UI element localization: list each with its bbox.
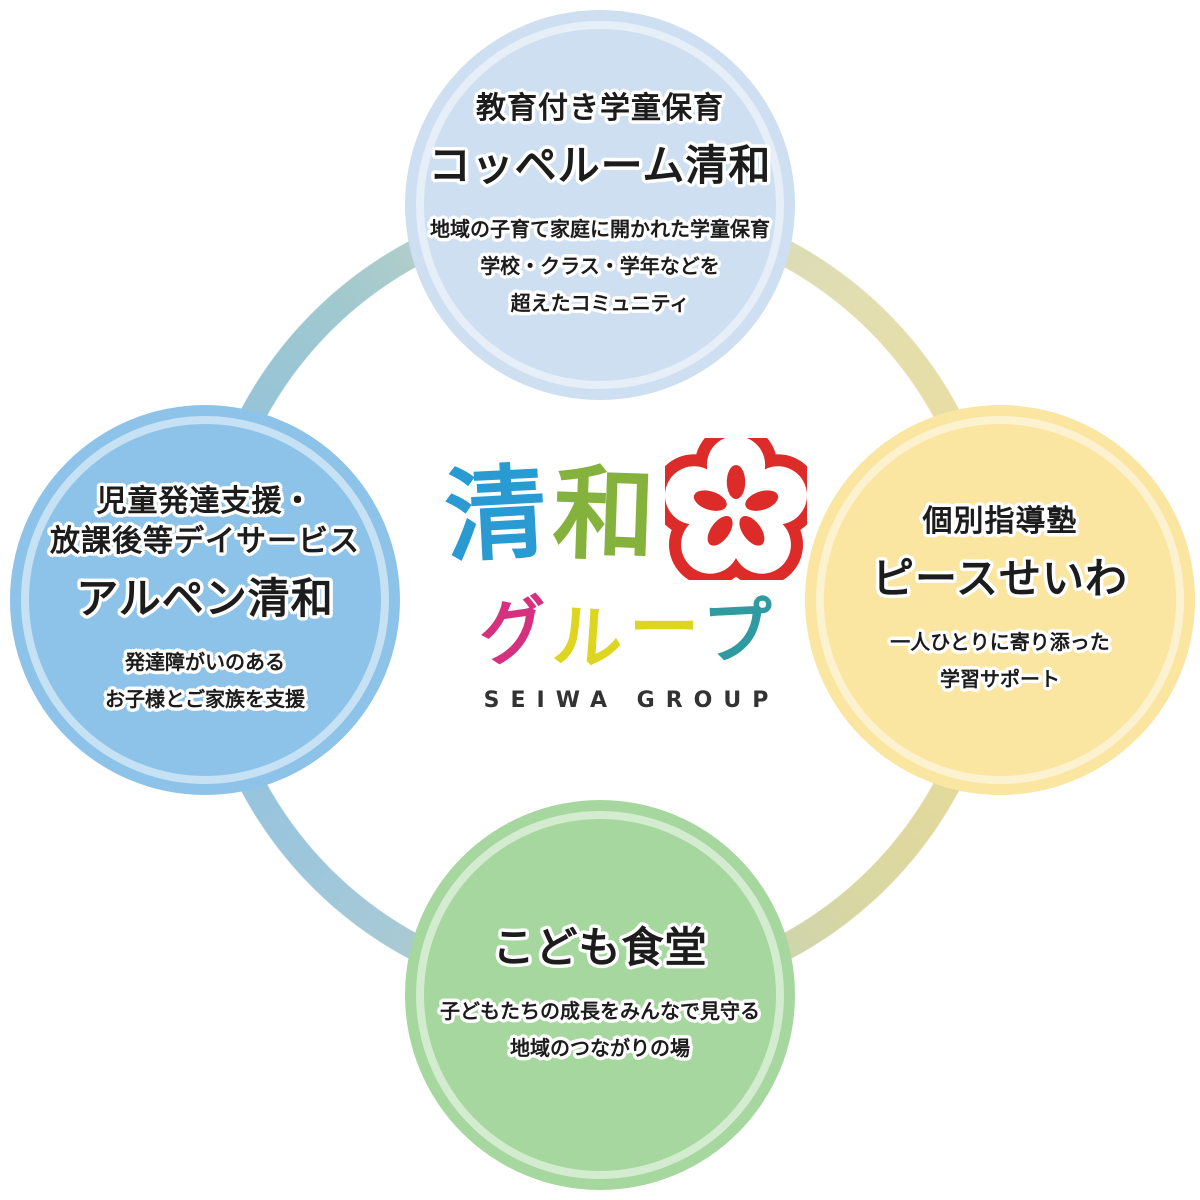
service-name: こども食堂 <box>492 923 708 972</box>
seiwa-group-logo: 清 和 <box>408 438 844 713</box>
logo-char-gu: グ <box>473 586 555 678</box>
service-category: 放課後等デイサービス <box>50 524 360 559</box>
logo-char-pu: プ <box>700 589 776 675</box>
logo-char-sei: 清 <box>441 453 551 578</box>
service-description-line: 超えたコミュニティ <box>510 290 690 315</box>
service-description-line: 地域の子育て家庭に開かれた学童保育 <box>430 216 770 241</box>
logo-char-dash: ー <box>629 587 699 669</box>
service-category: 教育付き学童保育 <box>476 90 724 126</box>
service-circle-gakudo-hoiku: 教育付き学童保育 コッペルーム清和 地域の子育て家庭に開かれた学童保育 学校・ク… <box>405 10 795 400</box>
service-description-line: 地域のつながりの場 <box>510 1036 690 1060</box>
service-description-line: 子どもたちの成長をみんなで見守る <box>440 999 760 1023</box>
service-category: 児童発達支援・ <box>96 484 314 519</box>
service-description-line: 学習サポート <box>940 667 1060 691</box>
service-circle-juku: 個別指導塾 ピースせいわ 一人ひとりに寄り添った 学習サポート <box>805 405 1195 795</box>
logo-kanji-row: 清 和 <box>408 438 844 586</box>
service-description-line: 一人ひとりに寄り添った <box>890 630 1110 654</box>
service-name: コッペルーム清和 <box>428 140 772 190</box>
plum-blossom-icon <box>665 438 807 580</box>
service-description-line: お子様とご家族を支援 <box>105 687 305 711</box>
service-description-line: 発達障がいのある <box>125 650 285 674</box>
service-name: ピースせいわ <box>872 554 1128 603</box>
service-name: アルペン清和 <box>76 574 334 623</box>
service-circle-day-service: 児童発達支援・ 放課後等デイサービス アルペン清和 発達障がいのある お子様とご… <box>10 405 400 795</box>
logo-kana-row: グ ル ー プ <box>408 586 844 682</box>
logo-subtitle: SEIWA GROUP <box>483 688 780 713</box>
service-category: 個別指導塾 <box>922 504 1078 539</box>
logo-char-wa: 和 <box>550 454 658 577</box>
logo-char-ru: ル <box>549 594 626 682</box>
service-description-line: 学校・クラス・学年などを <box>480 253 720 278</box>
service-circle-kodomo-shokudo: こども食堂 子どもたちの成長をみんなで見守る 地域のつながりの場 <box>405 800 795 1190</box>
